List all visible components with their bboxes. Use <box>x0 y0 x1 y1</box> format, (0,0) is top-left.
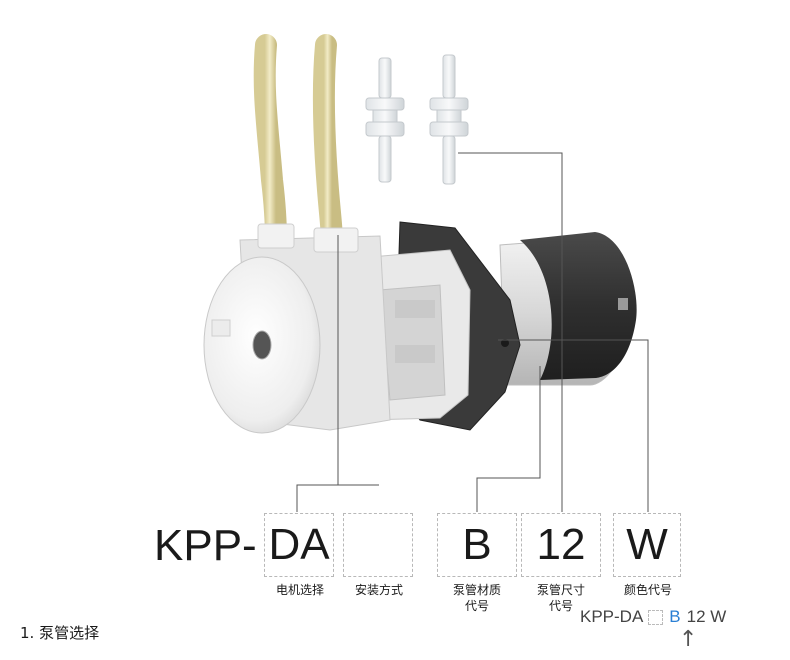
example-code-highlight: B <box>669 607 681 626</box>
caption-color-line1: 颜色代号 <box>623 583 672 597</box>
code-field-tube-size-value: 12 <box>536 520 586 569</box>
caption-tube-material-line2: 代号 <box>464 599 489 613</box>
caption-motor: 电机选择 <box>264 582 336 598</box>
up-arrow-icon: ↑ <box>679 627 698 652</box>
example-code: KPP-DA B 12 W <box>580 607 726 627</box>
code-field-color: W <box>613 513 681 577</box>
caption-mount: 安装方式 <box>343 582 415 598</box>
code-field-tube-size: 12 <box>521 513 601 577</box>
code-field-motor: DA <box>264 513 334 577</box>
code-field-color-value: W <box>626 520 668 569</box>
caption-tube-size: 泵管尺寸 代号 <box>521 582 601 614</box>
callout-lines <box>296 152 649 512</box>
caption-tube-size-line2: 代号 <box>548 599 573 613</box>
shaft-hole-icon <box>252 330 272 360</box>
section-title: 1. 泵管选择 <box>20 624 100 642</box>
caption-tube-material: 泵管材质 代号 <box>437 582 517 614</box>
caption-mount-line1: 安装方式 <box>354 583 403 597</box>
code-field-motor-value: DA <box>268 520 330 569</box>
code-field-mount <box>343 513 413 577</box>
connector-left <box>365 57 405 183</box>
caption-tube-size-line1: 泵管尺寸 <box>536 583 585 597</box>
caption-color: 颜色代号 <box>608 582 688 598</box>
example-code-part2: 12 W <box>686 607 727 626</box>
example-blank-box <box>648 609 664 625</box>
caption-motor-line1: 电机选择 <box>275 583 324 597</box>
tube-right <box>312 34 343 253</box>
tube-left <box>253 34 287 251</box>
code-field-tube-material-value: B <box>462 520 492 569</box>
connector-right <box>429 54 469 185</box>
model-code-prefix: KPP- <box>154 521 257 570</box>
motor <box>499 232 637 386</box>
code-field-tube-material: B <box>437 513 517 577</box>
caption-tube-material-line1: 泵管材质 <box>452 583 501 597</box>
example-code-part1: KPP-DA <box>580 607 644 626</box>
